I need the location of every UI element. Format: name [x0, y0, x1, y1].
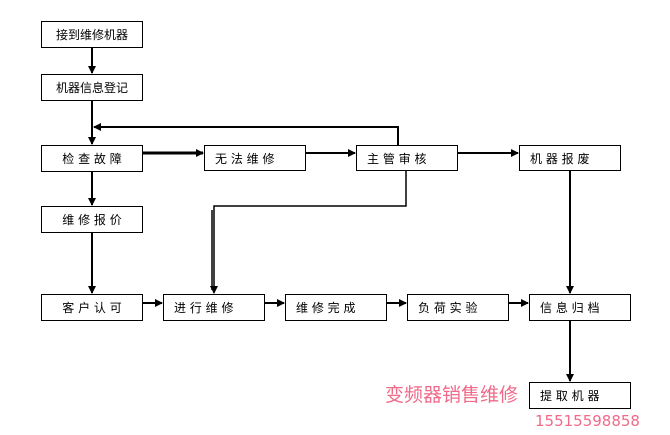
node-scrap: 机 器 报 废	[519, 145, 621, 171]
watermark-text: 变频器销售维修	[385, 384, 519, 406]
node-quote: 维 修 报 价	[41, 206, 143, 233]
node-customer: 客 户 认 可	[41, 294, 143, 321]
arrow-supervisor-repair	[210, 170, 407, 294]
node-inspect: 检 查 故 障	[41, 145, 143, 172]
node-register: 机器信息登记	[41, 74, 143, 101]
arrow-supervisor-inspect	[93, 123, 399, 145]
watermark-phone: 15515598858	[535, 412, 640, 430]
node-pickup: 提 取 机 器	[529, 382, 631, 409]
node-receive: 接到维修机器	[41, 21, 143, 48]
node-archive: 信 息 归 档	[529, 294, 631, 321]
node-repair: 进 行 维 修	[163, 294, 265, 321]
node-done: 维 修 完 成	[285, 294, 387, 321]
node-unrepairable: 无 法 维 修	[204, 145, 306, 171]
node-loadtest: 负 荷 实 验	[407, 294, 509, 321]
node-supervisor: 主 管 审 核	[356, 145, 458, 171]
